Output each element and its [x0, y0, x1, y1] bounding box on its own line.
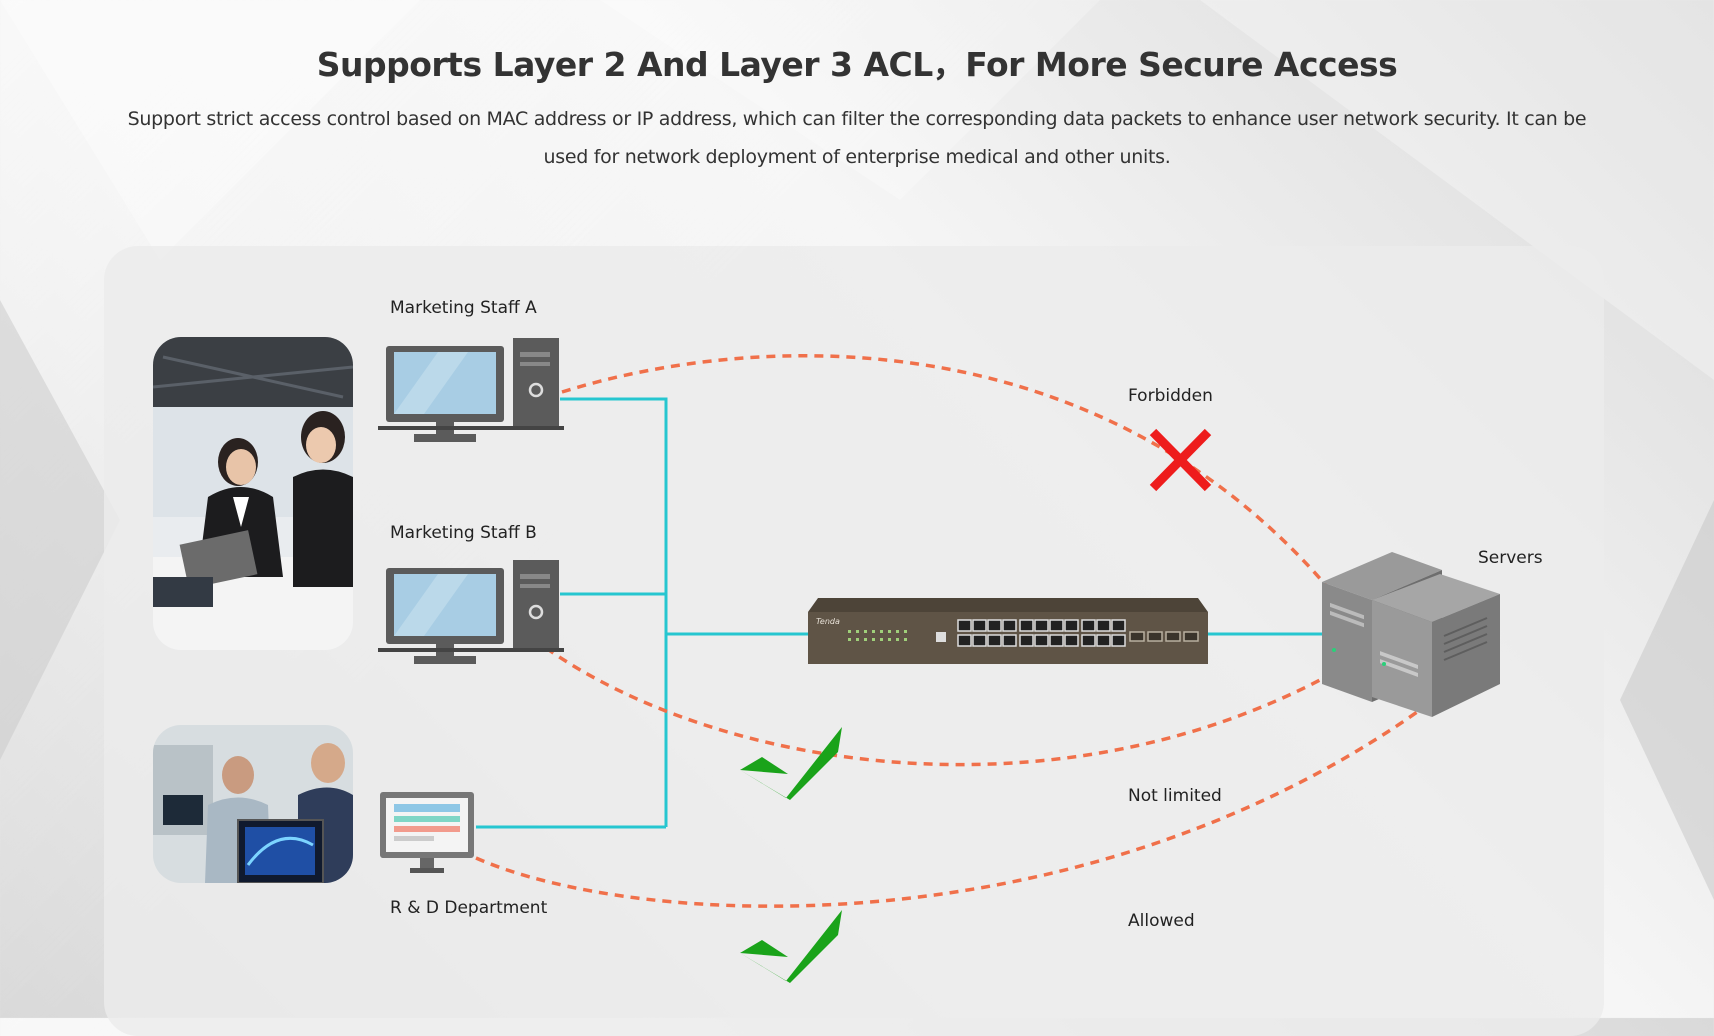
not-limited-label: Not limited	[1128, 786, 1222, 806]
allowed-label: Allowed	[1128, 911, 1195, 931]
not-limited-path	[544, 646, 1321, 767]
forbidden-mark-icon	[1149, 428, 1212, 492]
not-limited-check-icon	[740, 727, 842, 800]
desktop-computer-icon	[378, 560, 564, 664]
allowed-path	[475, 708, 1422, 908]
forbidden-label: Forbidden	[1128, 386, 1213, 406]
rnd-team-photo	[153, 725, 353, 883]
rnd-label: R & D Department	[390, 898, 548, 918]
desktop-computer-icon	[378, 338, 564, 442]
network-switch-icon: Tenda	[808, 598, 1208, 664]
switch-brand-label: Tenda	[816, 617, 840, 626]
staff-b-label: Marketing Staff B	[390, 523, 537, 543]
staff-a-label: Marketing Staff A	[390, 298, 537, 318]
forbidden-path	[561, 354, 1332, 592]
page-subtitle: Support strict access control based on M…	[127, 108, 1587, 168]
office-staff-photo	[153, 337, 353, 650]
network-links	[476, 397, 1324, 829]
page-title: Supports Layer 2 And Layer 3 ACL，For Mor…	[316, 45, 1398, 84]
servers-icon	[1322, 552, 1500, 717]
allowed-check-icon	[740, 910, 842, 983]
servers-label: Servers	[1478, 548, 1543, 568]
monitor-icon	[380, 792, 474, 873]
link-staff-a	[560, 397, 668, 827]
